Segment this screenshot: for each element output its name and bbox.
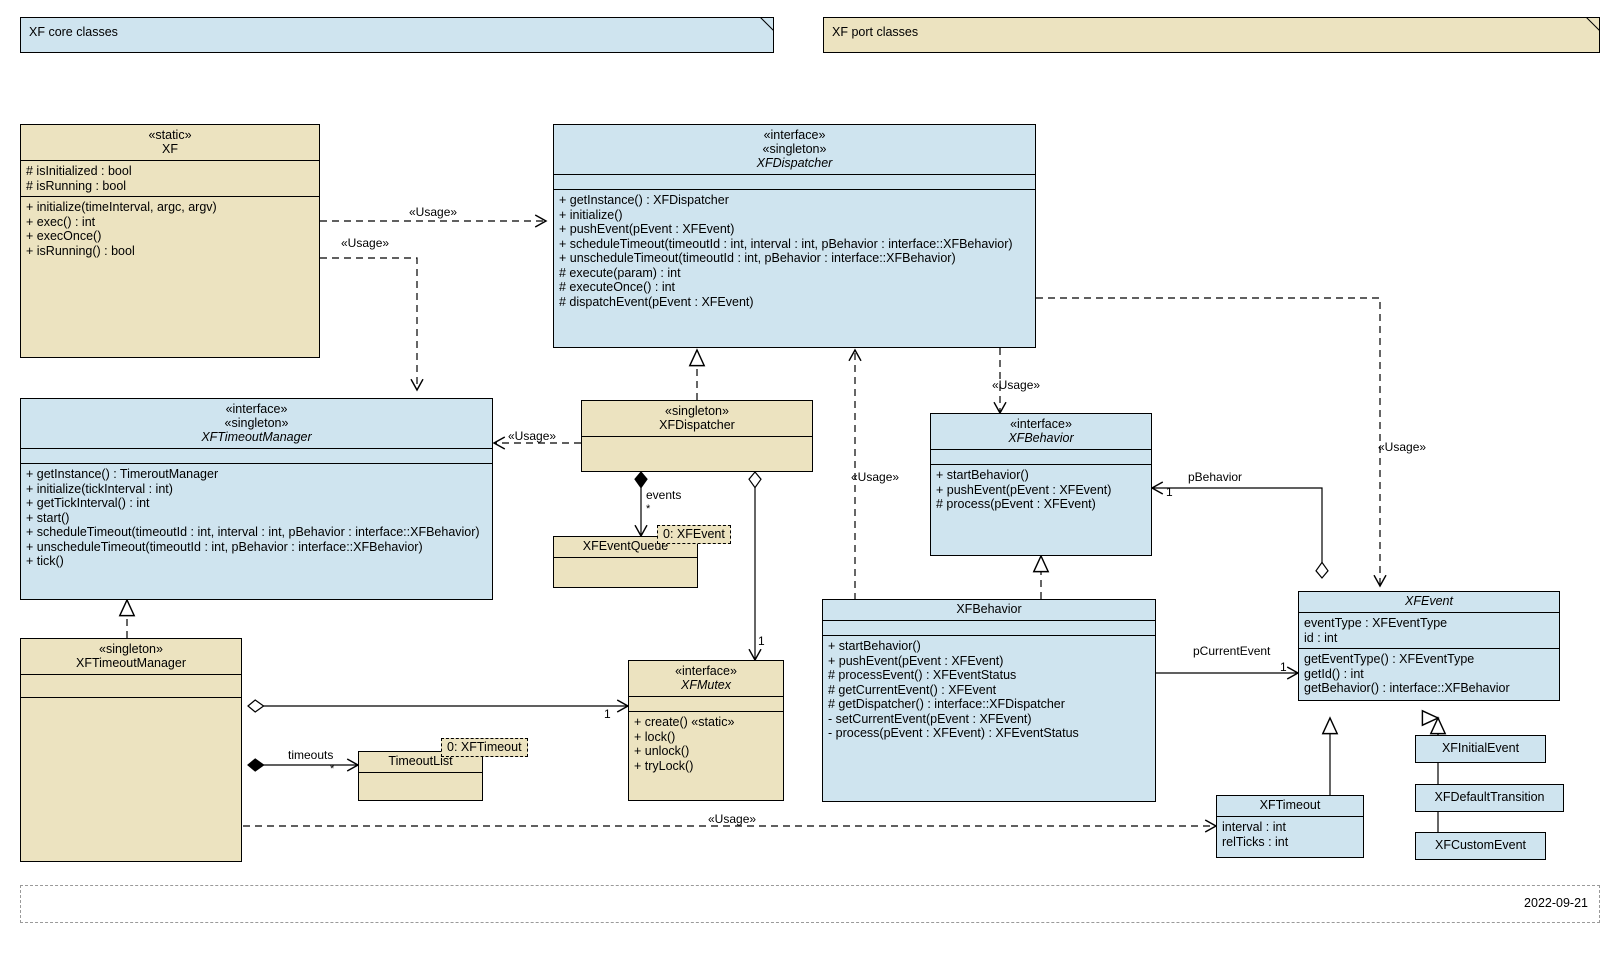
- package-header-port: XF port classes: [823, 17, 1600, 53]
- class-xfeventqueue[interactable]: XFEventQueue: [553, 536, 698, 588]
- label-usage-dispatcherimpl-timeoutmanager: «Usage»: [508, 429, 557, 443]
- class-xftimeoutmanager-impl-header: «singleton» XFTimeoutManager: [21, 639, 241, 675]
- class-xfinitialevent[interactable]: XFInitialEvent: [1415, 735, 1546, 763]
- class-xfdispatcher-interface-attributes: [554, 175, 1035, 190]
- diagram-date: 2022-09-21: [1524, 896, 1588, 910]
- class-xfdispatcher-interface[interactable]: «interface» «singleton» XFDispatcher + g…: [553, 124, 1036, 348]
- class-xf-header: «static» XF: [21, 125, 319, 161]
- connector-association-xfevent-pbehavior: [1150, 481, 1329, 579]
- class-xftimeoutmanager-interface-header: «interface» «singleton» XFTimeoutManager: [21, 399, 492, 449]
- label-role-pbehavior: pBehavior: [1188, 470, 1243, 484]
- class-xftimeout-attributes: interval : int relTicks : int: [1222, 820, 1289, 849]
- class-xfeventqueue-header: XFEventQueue: [554, 537, 697, 558]
- label-mult-events: *: [646, 503, 651, 515]
- class-xftimeoutmanager-interface-name: XFTimeoutManager: [201, 430, 312, 444]
- class-xfinitialevent-name: XFInitialEvent: [1441, 741, 1520, 755]
- role-note-timeout-list-type: 0: XFTimeout: [441, 738, 528, 757]
- class-xf-stereotype: «static»: [148, 128, 192, 142]
- connector-usage-xf-to-xftimeoutmanager: [320, 257, 424, 392]
- class-xfeventqueue-body: [554, 558, 697, 588]
- class-xfdispatcher-interface-name: XFDispatcher: [756, 156, 833, 170]
- class-xftimeoutmanager-impl-operations: [21, 698, 241, 846]
- class-xfmutex-attributes: [629, 697, 783, 712]
- class-xftimeoutmanager-impl-name: XFTimeoutManager: [76, 656, 186, 670]
- label-mult-timeouts: *: [330, 763, 335, 775]
- class-xfdefaulttransition-name: XFDefaultTransition: [1434, 790, 1545, 804]
- class-xfeventqueue-name: XFEventQueue: [582, 539, 669, 553]
- class-xfbehavior-impl[interactable]: XFBehavior + startBehavior() + pushEvent…: [822, 599, 1156, 802]
- class-xftimeoutmanager-impl[interactable]: «singleton» XFTimeoutManager: [20, 638, 242, 862]
- class-xfbehavior-interface-attributes: [931, 450, 1151, 465]
- class-timeoutlist-header: TimeoutList: [359, 752, 482, 773]
- class-xftimeoutmanager-interface-operations: + getInstance() : TimeroutManager + init…: [26, 467, 480, 568]
- class-xfbehavior-interface-name: XFBehavior: [1008, 431, 1074, 445]
- class-xftimeout-header: XFTimeout: [1217, 796, 1363, 817]
- class-xfbehavior-interface-operations: + startBehavior() + pushEvent(pEvent : X…: [936, 468, 1112, 511]
- class-xfdefaulttransition-header: XFDefaultTransition: [1416, 785, 1563, 808]
- class-xf-operations: + initialize(timeInterval, argc, argv) +…: [26, 200, 217, 258]
- class-xfmutex[interactable]: «interface» XFMutex + create() «static» …: [628, 660, 784, 801]
- label-usage-dispatcher-behavior: «Usage»: [992, 378, 1041, 392]
- package-header-core: XF core classes: [20, 17, 774, 53]
- label-mult-mutex-timeoutmanager: 1: [604, 707, 611, 721]
- class-xfbehavior-impl-attributes: [823, 621, 1155, 636]
- label-role-events: events: [646, 488, 682, 502]
- class-xfevent-name: XFEvent: [1405, 594, 1453, 608]
- class-xfdispatcher-interface-operations: + getInstance() : XFDispatcher + initial…: [559, 193, 1013, 309]
- label-usage-xf-timeoutmanager: «Usage»: [341, 236, 390, 250]
- class-timeoutlist[interactable]: TimeoutList: [358, 751, 483, 801]
- label-mult-pbehavior: 1: [1166, 485, 1173, 499]
- class-xfmutex-operations: + create() «static» + lock() + unlock() …: [634, 715, 735, 773]
- label-usage-xf-dispatcher: «Usage»: [409, 205, 458, 219]
- class-xfdispatcher-interface-header: «interface» «singleton» XFDispatcher: [554, 125, 1035, 175]
- class-xfbehavior-interface-header: «interface» XFBehavior: [931, 414, 1151, 450]
- class-xfbehavior-interface[interactable]: «interface» XFBehavior + startBehavior()…: [930, 413, 1152, 556]
- class-xfmutex-header: «interface» XFMutex: [629, 661, 783, 697]
- label-mult-pcurrentevent: 1: [1280, 660, 1287, 674]
- class-xfevent[interactable]: XFEvent eventType : XFEventType id : int…: [1298, 591, 1560, 701]
- diagram-frame: [20, 885, 1600, 923]
- class-xfevent-header: XFEvent: [1299, 592, 1559, 613]
- class-xfdispatcher-impl-name: XFDispatcher: [659, 418, 735, 432]
- class-xfdispatcher-impl-body: [582, 437, 812, 465]
- class-xfevent-operations: getEventType() : XFEventType getId() : i…: [1304, 652, 1510, 695]
- class-xfdispatcher-impl-header: «singleton» XFDispatcher: [582, 401, 812, 437]
- class-xftimeoutmanager-interface[interactable]: «interface» «singleton» XFTimeoutManager…: [20, 398, 493, 600]
- class-xftimeoutmanager-interface-attributes: [21, 449, 492, 464]
- class-xf-attributes: # isInitialized : bool # isRunning : boo…: [21, 161, 319, 197]
- label-usage-timeoutmanager-timeout: «Usage»: [708, 812, 757, 826]
- class-xf-name: XF: [162, 142, 178, 156]
- class-xfdispatcher-impl[interactable]: «singleton» XFDispatcher: [581, 400, 813, 472]
- label-role-timeouts: timeouts: [288, 748, 334, 762]
- class-xf[interactable]: «static» XF # isInitialized : bool # isR…: [20, 124, 320, 358]
- page-fold-icon-port: [1586, 17, 1600, 31]
- class-xfbehavior-impl-name: XFBehavior: [956, 602, 1022, 616]
- role-note-event-queue-type: 0: XFEvent: [657, 525, 731, 544]
- class-xfdefaulttransition[interactable]: XFDefaultTransition: [1415, 784, 1564, 812]
- label-mult-mutex-dispatcher: 1: [758, 634, 765, 648]
- page-fold-icon-core: [760, 17, 774, 31]
- package-label-port: XF port classes: [832, 25, 919, 39]
- class-xfmutex-name: XFMutex: [680, 678, 731, 692]
- class-xfcustomevent[interactable]: XFCustomEvent: [1415, 832, 1546, 860]
- class-xfcustomevent-name: XFCustomEvent: [1434, 838, 1526, 852]
- class-xfinitialevent-header: XFInitialEvent: [1416, 736, 1545, 759]
- label-usage-dispatcher-event: «Usage»: [1378, 440, 1427, 454]
- class-xfbehavior-impl-header: XFBehavior: [823, 600, 1155, 621]
- package-label-core: XF core classes: [29, 25, 118, 39]
- class-xfevent-attributes: eventType : XFEventType id : int: [1299, 613, 1559, 649]
- class-xfcustomevent-header: XFCustomEvent: [1416, 833, 1545, 856]
- class-timeoutlist-body: [359, 773, 482, 801]
- class-xftimeout-name: XFTimeout: [1259, 798, 1321, 812]
- label-usage-behaviorimpl-dispatcher: «Usage»: [851, 470, 900, 484]
- class-xfbehavior-impl-operations: + startBehavior() + pushEvent(pEvent : X…: [828, 639, 1079, 740]
- class-xftimeout[interactable]: XFTimeout interval : int relTicks : int: [1216, 795, 1364, 858]
- class-xftimeoutmanager-impl-attributes: [21, 675, 241, 698]
- label-role-pcurrentevent: pCurrentEvent: [1193, 644, 1271, 658]
- class-timeoutlist-name: TimeoutList: [388, 754, 453, 768]
